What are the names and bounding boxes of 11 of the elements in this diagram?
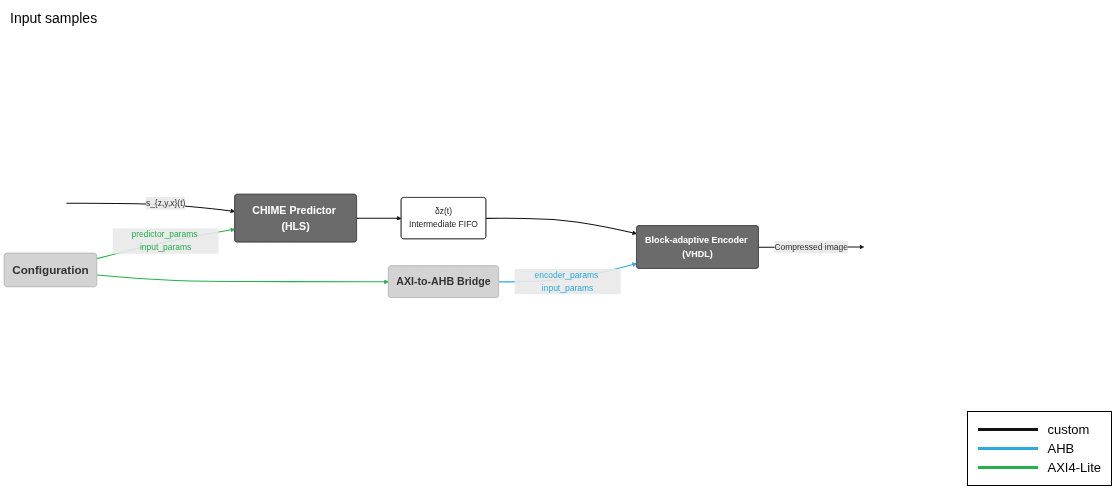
note-text: Input samples	[10, 10, 98, 26]
arrow	[356, 216, 402, 221]
edge-label: Compressed image	[774, 242, 848, 252]
arrow	[485, 217, 637, 236]
edge-label: encoder_params input_params	[534, 270, 599, 293]
edge-label: s_{z,y,x}(t)	[145, 198, 186, 208]
edge-label: predictor_params input_params	[131, 230, 198, 252]
legend-label: custom	[1047, 422, 1090, 437]
legend-label: AXI4-Lite	[1047, 460, 1101, 475]
arrow	[96, 274, 389, 285]
legend-label: AHB	[1047, 441, 1075, 456]
